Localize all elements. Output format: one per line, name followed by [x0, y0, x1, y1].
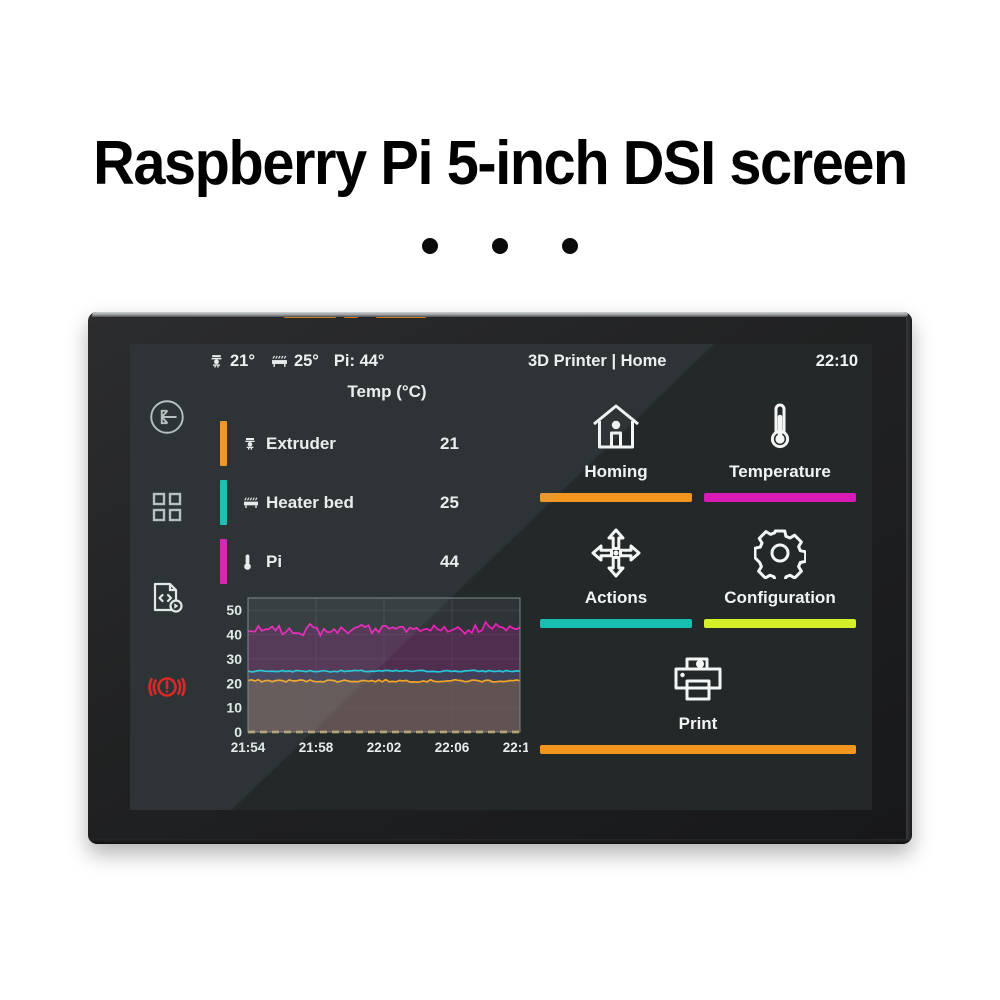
status-pi: Pi: 44°	[334, 352, 385, 371]
menu-row: Print	[534, 634, 862, 760]
breadcrumb: 3D Printer | Home	[528, 351, 667, 370]
svg-text:0: 0	[234, 724, 242, 740]
printer-icon	[671, 650, 725, 708]
carousel-dots	[0, 238, 1000, 254]
svg-text:10: 10	[226, 700, 242, 716]
temperature-list: Extruder 21 Heater bed 25	[204, 414, 530, 591]
menu-tile-configuration[interactable]: Configuration	[698, 508, 862, 634]
temp-row-label: Pi	[266, 551, 283, 571]
menu-tile-label: Homing	[584, 462, 648, 481]
table-row[interactable]: Pi 44	[204, 532, 530, 591]
thermometer-icon	[242, 553, 253, 571]
main-menu: Homing Temperature	[530, 378, 872, 810]
status-pi-temp: Pi: 44°	[333, 351, 385, 370]
svg-text:22:10: 22:10	[503, 740, 528, 755]
menu-tile-label: Configuration	[724, 588, 836, 607]
sidebar-rail	[130, 378, 204, 810]
svg-text:40: 40	[226, 627, 242, 643]
move-arrows-icon	[590, 524, 642, 582]
temp-row-label: Extruder	[266, 433, 336, 453]
menu-tile-accent-bar	[540, 493, 692, 502]
series-color-swatch	[220, 539, 227, 584]
svg-text:20: 20	[226, 675, 242, 691]
sidebar-item-emergency-stop[interactable]	[144, 664, 190, 710]
carousel-dot[interactable]	[422, 238, 438, 254]
menu-tile-accent-bar	[540, 619, 692, 628]
temp-row-value: 25	[440, 492, 459, 512]
svg-text:21:58: 21:58	[299, 740, 334, 755]
menu-tile-label: Temperature	[729, 462, 831, 481]
menu-tile-label: Print	[678, 714, 718, 733]
status-extruder: 21°	[208, 352, 255, 371]
temp-panel-title: Temp (°C)	[347, 382, 427, 401]
gear-icon	[754, 524, 806, 582]
svg-text:22:02: 22:02	[367, 740, 402, 755]
menu-tile-accent-bar	[704, 493, 856, 502]
menu-tile-accent-bar	[540, 745, 856, 754]
status-bar: 21° 25° Pi: 44° 3D Printer |	[130, 344, 872, 378]
svg-text:50: 50	[226, 602, 242, 618]
menu-tile-label: Actions	[584, 588, 648, 607]
sidebar-item-back[interactable]	[144, 394, 190, 440]
menu-row: Homing Temperature	[534, 382, 862, 508]
temp-row-label: Heater bed	[266, 492, 354, 512]
menu-tile-print[interactable]: Print	[534, 634, 862, 760]
heater-bed-icon	[270, 353, 289, 370]
home-icon	[590, 398, 642, 456]
nozzle-icon	[242, 436, 258, 452]
menu-tile-homing[interactable]: Homing	[534, 382, 698, 508]
apps-grid-icon	[150, 490, 184, 524]
sidebar-item-apps[interactable]	[144, 484, 190, 530]
page-title: Raspberry Pi 5-inch DSI screen	[93, 129, 908, 198]
series-color-swatch	[220, 421, 227, 466]
status-bed: 25°	[270, 352, 319, 371]
bezel-right-edge	[906, 316, 912, 840]
printer-ui-screen: 21° 25° Pi: 44° 3D Printer |	[130, 344, 872, 810]
table-row[interactable]: Extruder 21	[204, 414, 530, 473]
back-icon	[146, 396, 188, 438]
clock: 22:10	[815, 351, 858, 370]
dsi-screen-device: 21° 25° Pi: 44° 3D Printer |	[88, 312, 912, 844]
temp-row-value: 21	[440, 433, 459, 453]
series-color-swatch	[220, 480, 227, 525]
menu-tile-accent-bar	[704, 619, 856, 628]
menu-row: Actions Configuration	[534, 508, 862, 634]
status-bed-temp: 25°	[293, 351, 319, 370]
heater-bed-icon	[242, 495, 260, 511]
menu-tile-actions[interactable]: Actions	[534, 508, 698, 634]
console-script-icon	[149, 579, 185, 615]
temperature-panel: Temp (°C) Extruder 21	[204, 378, 530, 810]
menu-tile-temperature[interactable]: Temperature	[698, 382, 862, 508]
temperature-chart[interactable]: 0 10 20 30 40 50 21:54 21:58 22:02 22:06 22:10	[208, 592, 528, 762]
thermometer-icon	[765, 398, 795, 456]
status-extruder-temp: 21°	[230, 351, 255, 370]
svg-text:21:54: 21:54	[231, 740, 266, 755]
svg-text:22:06: 22:06	[435, 740, 470, 755]
bezel-top-edge	[92, 312, 908, 317]
svg-text:30: 30	[226, 651, 242, 667]
temp-row-value: 44	[440, 551, 459, 571]
nozzle-icon	[208, 353, 225, 370]
emergency-stop-icon	[147, 667, 187, 707]
carousel-dot[interactable]	[562, 238, 578, 254]
carousel-dot[interactable]	[492, 238, 508, 254]
table-row[interactable]: Heater bed 25	[204, 473, 530, 532]
sidebar-item-console[interactable]	[144, 574, 190, 620]
bezel-bottom-edge	[92, 839, 908, 844]
